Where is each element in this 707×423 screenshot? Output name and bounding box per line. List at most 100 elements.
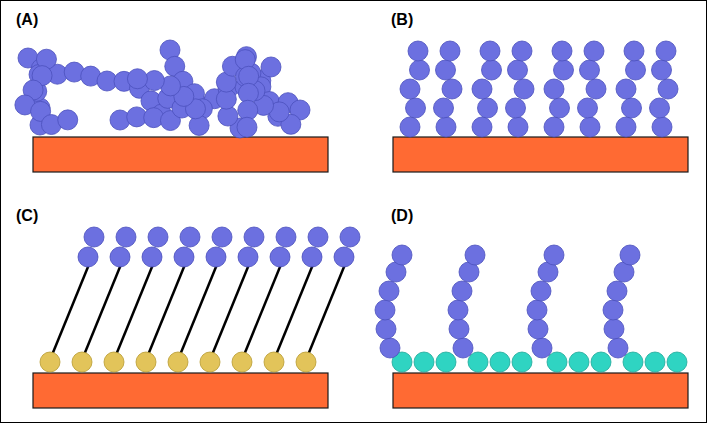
polymer-bead bbox=[408, 41, 428, 61]
linker bbox=[276, 262, 314, 355]
polymer-bead bbox=[616, 117, 636, 137]
polymer-bead bbox=[544, 117, 564, 137]
polymer-bead bbox=[580, 117, 600, 137]
polymer-bead bbox=[554, 60, 574, 80]
anchor-bead bbox=[72, 352, 92, 372]
polymer-bead bbox=[544, 245, 564, 265]
surface-bead bbox=[645, 352, 665, 372]
polymer-bead bbox=[442, 79, 462, 99]
linker bbox=[308, 262, 346, 355]
linker bbox=[116, 262, 154, 355]
polymer-bead bbox=[410, 60, 430, 80]
substrate bbox=[393, 373, 688, 408]
surface-bead bbox=[490, 352, 510, 372]
polymer-bead bbox=[528, 319, 548, 339]
polymer-bead bbox=[626, 60, 646, 80]
linker bbox=[84, 262, 122, 355]
polymer-bead bbox=[550, 98, 570, 118]
substrate bbox=[33, 373, 328, 408]
polymer-bead bbox=[308, 227, 328, 247]
polymer-bead bbox=[379, 281, 399, 301]
polymer-bead bbox=[58, 110, 78, 130]
anchor-bead bbox=[232, 352, 252, 372]
polymer-bead bbox=[436, 117, 456, 137]
polymer-bead bbox=[334, 247, 354, 267]
polymer-bead bbox=[238, 247, 258, 267]
anchor-bead bbox=[104, 352, 124, 372]
anchor-bead bbox=[296, 352, 316, 372]
polymer-bead bbox=[270, 247, 290, 267]
polymer-bead bbox=[506, 98, 526, 118]
polymer-bead bbox=[448, 300, 468, 320]
surface-bead bbox=[569, 352, 589, 372]
linker bbox=[244, 262, 282, 355]
surface-bead bbox=[468, 352, 488, 372]
polymer-bead bbox=[531, 281, 551, 301]
surface-bead bbox=[436, 352, 456, 372]
polymer-bead bbox=[603, 300, 623, 320]
polymer-bead bbox=[527, 300, 547, 320]
polymer-bead bbox=[514, 79, 534, 99]
polymer-bead bbox=[261, 57, 281, 77]
polymer-bead bbox=[624, 41, 644, 61]
substrate bbox=[33, 137, 328, 172]
polymer-bead bbox=[532, 338, 552, 358]
polymer-bead bbox=[480, 41, 500, 61]
polymer-bead bbox=[652, 117, 672, 137]
polymer-bead bbox=[508, 117, 528, 137]
substrate bbox=[393, 137, 688, 172]
anchor-bead bbox=[168, 352, 188, 372]
polymer-bead bbox=[465, 245, 485, 265]
polymer-bead bbox=[78, 247, 98, 267]
panel-label: (B) bbox=[391, 12, 413, 28]
panel-label: (D) bbox=[391, 208, 413, 224]
polymer-bead bbox=[212, 227, 232, 247]
polymer-bead bbox=[84, 227, 104, 247]
polymer-bead bbox=[472, 117, 492, 137]
polymer-bead bbox=[508, 60, 528, 80]
polymer-bead bbox=[552, 41, 572, 61]
polymer-bead bbox=[604, 319, 624, 339]
anchor-bead bbox=[40, 352, 60, 372]
polymer-bead bbox=[482, 60, 502, 80]
polymer-bead bbox=[400, 117, 420, 137]
polymer-bead bbox=[174, 247, 194, 267]
polymer-bead bbox=[392, 245, 412, 265]
polymer-bead bbox=[586, 79, 606, 99]
polymer-bead bbox=[400, 79, 420, 99]
polymer-bead bbox=[616, 79, 636, 99]
polymer-bead bbox=[622, 98, 642, 118]
polymer-bead bbox=[142, 247, 162, 267]
polymer-bead bbox=[276, 227, 296, 247]
polymer-bead bbox=[544, 79, 564, 99]
anchor-bead bbox=[136, 352, 156, 372]
polymer-bead bbox=[584, 41, 604, 61]
polymer-bead bbox=[620, 245, 640, 265]
polymer-bead bbox=[127, 69, 147, 89]
surface-bead bbox=[591, 352, 611, 372]
polymer-bead bbox=[452, 281, 472, 301]
polymer-bead bbox=[608, 338, 628, 358]
polymer-bead bbox=[376, 319, 396, 339]
polymer-bead bbox=[302, 247, 322, 267]
polymer-bead bbox=[658, 79, 678, 99]
polymer-bead bbox=[406, 98, 426, 118]
polymer-bead bbox=[116, 227, 136, 247]
linker bbox=[180, 262, 218, 355]
polymer-bead bbox=[607, 281, 627, 301]
polymer-bead bbox=[436, 60, 456, 80]
polymer-bead bbox=[656, 41, 676, 61]
anchor-bead bbox=[264, 352, 284, 372]
surface-bead bbox=[512, 352, 532, 372]
polymer-bead bbox=[512, 41, 532, 61]
polymer-bead bbox=[652, 60, 672, 80]
panel-label: (C) bbox=[16, 208, 38, 224]
surface-bead bbox=[547, 352, 567, 372]
surface-bead bbox=[623, 352, 643, 372]
polymer-bead bbox=[148, 227, 168, 247]
polymer-bead bbox=[453, 338, 473, 358]
polymer-bead bbox=[244, 227, 264, 247]
